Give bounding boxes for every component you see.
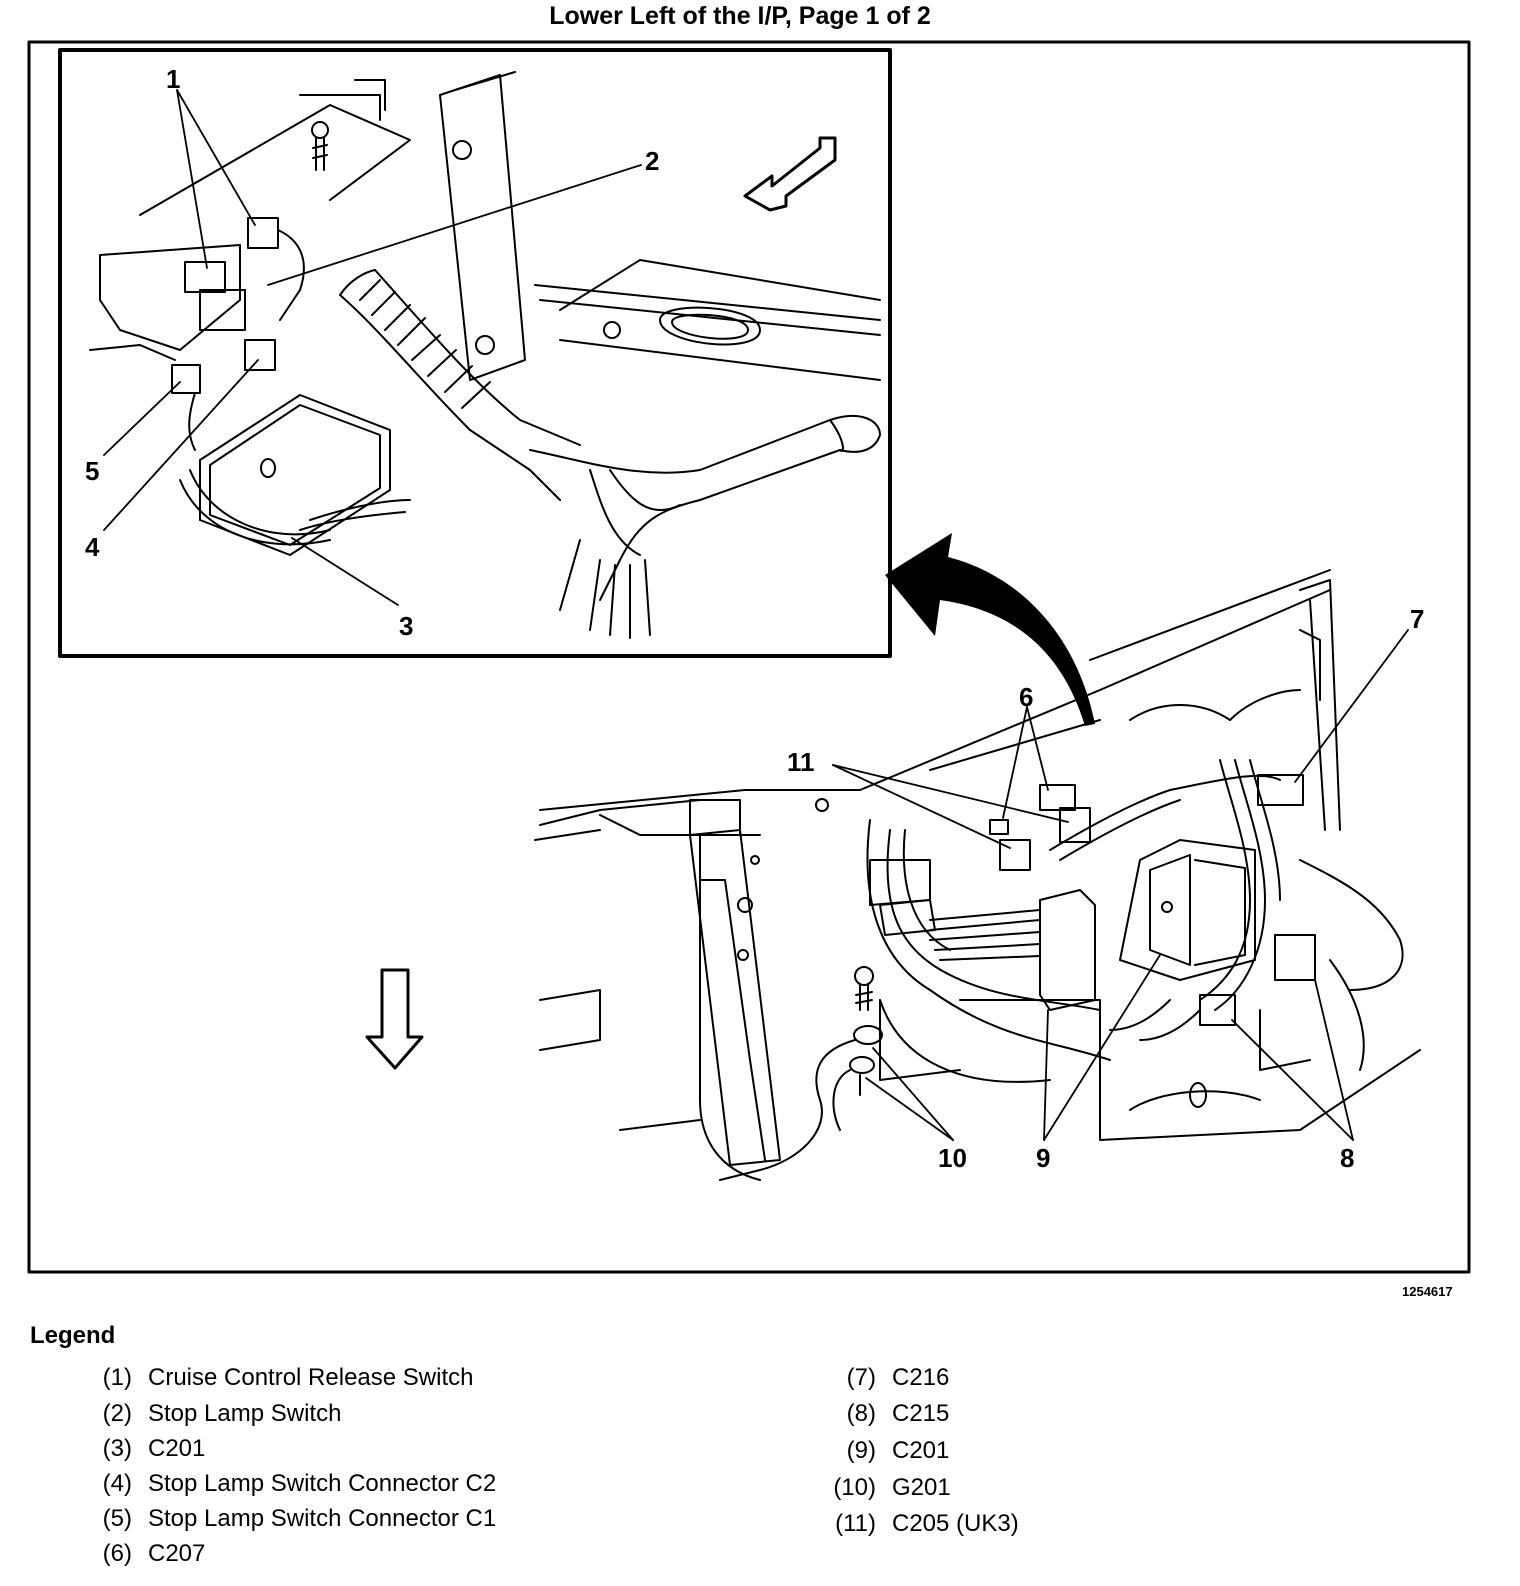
connector-c201-b [1119,839,1256,981]
figure-id: 1254617 [1402,1284,1453,1299]
legend-number: (6) [102,1540,132,1567]
inset-direction-arrow [743,136,837,212]
connector-2 [199,289,246,331]
legend-item: (7) C216 [822,1364,950,1392]
callout-2: 2 [645,146,659,176]
legend-item: (11) C205 (UK3) [822,1510,1019,1538]
legend-label: Stop Lamp Switch Connector C2 [148,1470,497,1497]
legend-item: (3) C201 [78,1435,206,1463]
connector-c207 [1039,784,1076,811]
legend-item: (1) Cruise Control Release Switch [78,1364,474,1392]
legend-label: C201 [892,1437,950,1464]
legend-item: (10) G201 [822,1474,951,1502]
connector-c215-a [1199,994,1236,1026]
legend-label: C205 (UK3) [892,1510,1019,1537]
connector-1b [184,261,226,293]
connector-c201-a [1039,889,1096,1011]
connector-4 [244,339,276,371]
legend-number: (11) [835,1510,876,1537]
callout-6: 6 [1019,682,1033,712]
connector-5 [171,364,201,394]
main-drawing [534,569,1421,1181]
callout-11: 11 [787,747,815,777]
legend-item: (6) C207 [78,1540,206,1568]
legend-label: C216 [892,1364,950,1391]
wiring-diagram: 1 2 3 4 5 6 7 8 9 10 11 [27,40,1471,1274]
legend-label: C201 [148,1435,206,1462]
legend-number: (8) [846,1400,876,1427]
legend-item: (5) Stop Lamp Switch Connector C1 [78,1505,497,1533]
leader-lines [103,89,1409,1141]
legend-item: (2) Stop Lamp Switch [78,1400,342,1428]
legend-number: (9) [846,1437,876,1464]
legend-label: C207 [148,1540,206,1567]
inset-frame [58,48,892,658]
connector-c205-a [1059,807,1091,843]
callout-5: 5 [85,456,99,486]
callout-10: 10 [938,1143,967,1173]
legend-number: (4) [102,1470,132,1497]
legend-label: C215 [892,1400,950,1427]
legend-number: (10) [833,1474,876,1501]
legend-title: Legend [30,1322,116,1349]
callout-8: 8 [1340,1143,1354,1173]
callout-9: 9 [1036,1143,1050,1173]
connector-c215-b [1274,934,1316,981]
legend-number: (7) [846,1364,876,1391]
connector-1a [247,217,279,249]
legend-item: (8) C215 [822,1400,950,1428]
down-direction-arrow [365,968,424,1070]
legend-number: (5) [102,1505,132,1532]
connector-c207-b [989,819,1009,835]
callout-3: 3 [399,611,413,641]
legend-item: (9) C201 [822,1437,950,1465]
outer-frame [27,40,1471,1274]
callout-4: 4 [85,532,100,562]
legend-label: G201 [892,1474,951,1501]
large-curved-arrow [885,533,1095,726]
legend-label: Stop Lamp Switch Connector C1 [148,1505,497,1532]
legend-label: Stop Lamp Switch [148,1400,342,1427]
legend-number: (1) [102,1364,132,1391]
callout-7: 7 [1410,604,1424,634]
inset-drawing [89,71,881,639]
legend-number: (2) [102,1400,132,1427]
legend-number: (3) [102,1435,132,1462]
legend-item: (4) Stop Lamp Switch Connector C2 [78,1470,497,1498]
callout-1: 1 [166,64,180,94]
legend-label: Cruise Control Release Switch [148,1364,474,1391]
connector-c205-b [999,839,1031,871]
connector-c216 [1257,774,1304,806]
diagram-title: Lower Left of the I/P, Page 1 of 2 [549,2,931,30]
